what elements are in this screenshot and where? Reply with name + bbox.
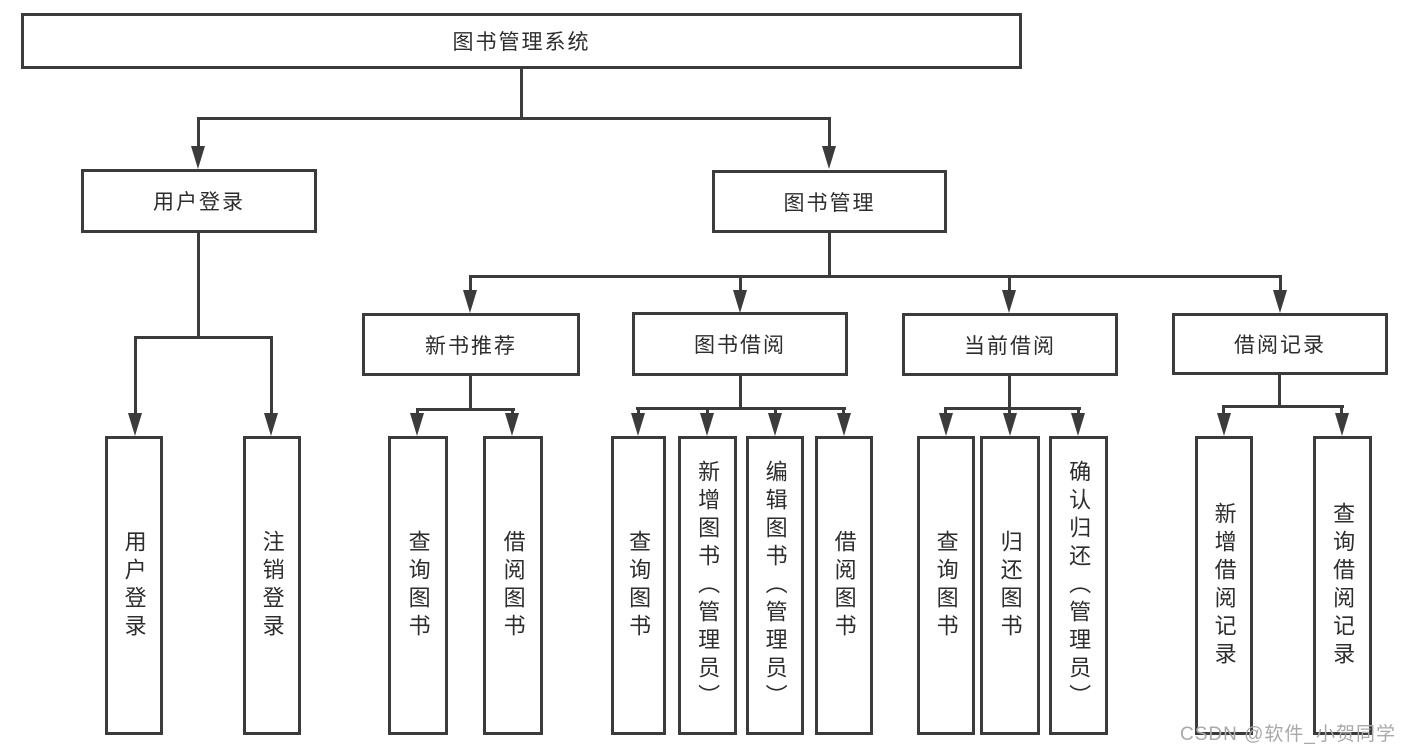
arrowhead-down-icon bbox=[1217, 413, 1231, 436]
leaf-logout: 注销登录 bbox=[243, 436, 301, 735]
connector-line bbox=[739, 278, 742, 292]
leaf-query-books-recommend: 查询图书 bbox=[388, 436, 448, 735]
leaf-borrow-books-recommend-label: 借阅图书 bbox=[500, 529, 526, 642]
connector-line bbox=[1340, 408, 1343, 416]
arrowhead-down-icon bbox=[837, 413, 851, 436]
leaf-user-login-label: 用户登录 bbox=[121, 529, 147, 642]
connector-line bbox=[1008, 376, 1011, 410]
connector-line bbox=[739, 376, 742, 410]
connector-line bbox=[1222, 405, 1344, 408]
arrowhead-down-icon bbox=[939, 413, 953, 436]
leaf-query-borrow-record-label: 查询借阅记录 bbox=[1330, 501, 1356, 670]
connector-line bbox=[944, 407, 1081, 410]
leaf-add-book-admin-label: 新增图书（管理员） bbox=[695, 459, 721, 712]
node-book-management: 图书管理 bbox=[712, 170, 947, 233]
node-user-login: 用户登录 bbox=[81, 169, 317, 233]
leaf-query-books-borrow: 查询图书 bbox=[611, 436, 666, 735]
leaf-user-login: 用户登录 bbox=[105, 436, 163, 735]
node-book-borrow-label: 图书借阅 bbox=[694, 334, 786, 357]
leaf-borrow-books: 借阅图书 bbox=[815, 436, 873, 735]
leaf-logout-label: 注销登录 bbox=[259, 529, 285, 642]
arrowhead-down-icon bbox=[733, 290, 747, 313]
csdn-watermark: CSDN @软件_小贺同学 bbox=[1180, 724, 1396, 745]
leaf-return-book-label: 归还图书 bbox=[997, 529, 1023, 642]
leaf-return-book: 归还图书 bbox=[980, 436, 1040, 735]
node-borrow-records: 借阅记录 bbox=[1172, 313, 1388, 375]
leaf-add-borrow-record-label: 新增借阅记录 bbox=[1211, 501, 1237, 670]
node-user-login-label: 用户登录 bbox=[153, 191, 245, 214]
leaf-edit-book-admin-label: 编辑图书（管理员） bbox=[762, 459, 788, 712]
connector-line bbox=[469, 278, 472, 292]
connector-line bbox=[197, 117, 831, 120]
arrowhead-down-icon bbox=[1335, 413, 1349, 436]
connector-line bbox=[197, 233, 200, 339]
arrowhead-down-icon bbox=[191, 146, 205, 169]
arrowhead-down-icon bbox=[264, 413, 278, 436]
leaf-add-borrow-record: 新增借阅记录 bbox=[1195, 436, 1253, 735]
node-root-label: 图书管理系统 bbox=[452, 31, 591, 54]
connector-line bbox=[828, 233, 831, 278]
arrowhead-down-icon bbox=[1273, 290, 1287, 313]
leaf-edit-book-admin: 编辑图书（管理员） bbox=[746, 436, 804, 735]
arrowhead-down-icon bbox=[700, 413, 714, 436]
node-book-management-label: 图书管理 bbox=[783, 191, 876, 215]
node-new-book-recommend: 新书推荐 bbox=[362, 313, 580, 376]
arrowhead-down-icon bbox=[768, 413, 782, 436]
connector-line bbox=[520, 69, 523, 120]
arrowhead-down-icon bbox=[1071, 413, 1085, 436]
connector-line bbox=[270, 339, 273, 416]
connector-line bbox=[1279, 278, 1282, 292]
connector-line bbox=[1278, 375, 1281, 408]
leaf-borrow-books-recommend: 借阅图书 bbox=[483, 436, 543, 735]
leaf-borrow-books-label: 借阅图书 bbox=[831, 529, 857, 642]
connector-line bbox=[134, 336, 273, 339]
connector-line bbox=[197, 120, 200, 148]
connector-line bbox=[134, 339, 137, 416]
arrowhead-down-icon bbox=[463, 290, 477, 313]
leaf-confirm-return-admin: 确认归还（管理员） bbox=[1049, 436, 1108, 735]
arrowhead-down-icon bbox=[1002, 290, 1016, 313]
arrowhead-down-icon bbox=[410, 413, 424, 436]
leaf-query-books-borrow-label: 查询图书 bbox=[626, 529, 652, 642]
arrowhead-down-icon bbox=[505, 413, 519, 436]
connector-line bbox=[828, 120, 831, 148]
node-current-borrow-label: 当前借阅 bbox=[964, 334, 1056, 358]
arrowhead-down-icon bbox=[1003, 413, 1017, 436]
leaf-query-borrow-record: 查询借阅记录 bbox=[1313, 436, 1372, 735]
node-root: 图书管理系统 bbox=[21, 13, 1022, 69]
node-current-borrow: 当前借阅 bbox=[902, 313, 1118, 376]
connector-line bbox=[469, 275, 1282, 278]
connector-line bbox=[1222, 408, 1225, 416]
node-borrow-records-label: 借阅记录 bbox=[1234, 334, 1326, 357]
node-new-book-recommend-label: 新书推荐 bbox=[425, 334, 517, 358]
leaf-confirm-return-admin-label: 确认归还（管理员） bbox=[1066, 459, 1092, 712]
leaf-query-books-recommend-label: 查询图书 bbox=[405, 529, 431, 642]
leaf-query-books-current-label: 查询图书 bbox=[933, 529, 959, 642]
connector-line bbox=[416, 408, 515, 411]
connector-line bbox=[1008, 278, 1011, 292]
connector-line bbox=[636, 407, 846, 410]
arrowhead-down-icon bbox=[822, 146, 836, 169]
leaf-query-books-current: 查询图书 bbox=[917, 436, 975, 735]
node-book-borrow: 图书借阅 bbox=[632, 312, 848, 376]
arrowhead-down-icon bbox=[631, 413, 645, 436]
arrowhead-down-icon bbox=[128, 413, 142, 436]
connector-line bbox=[469, 376, 472, 411]
leaf-add-book-admin: 新增图书（管理员） bbox=[678, 436, 737, 735]
